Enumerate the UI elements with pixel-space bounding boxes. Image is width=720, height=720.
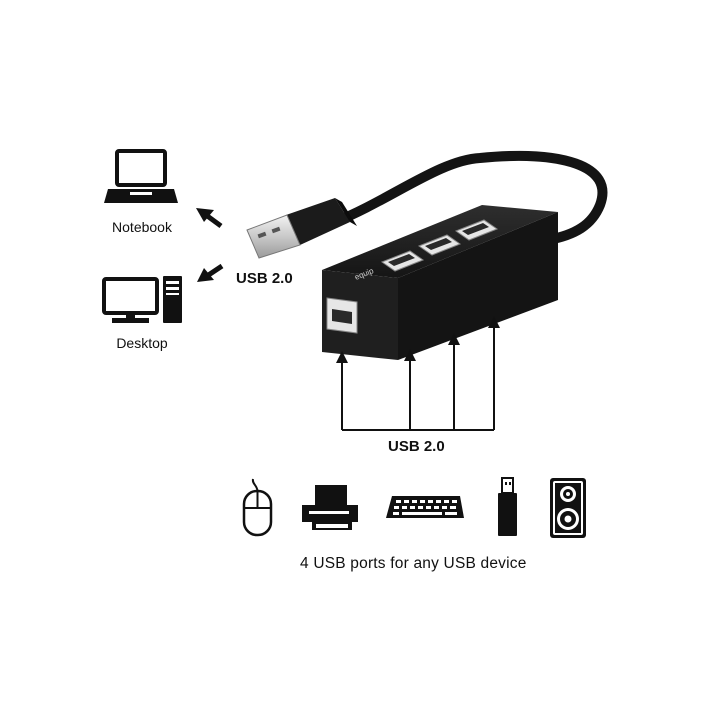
desktop-computer-icon <box>102 276 182 323</box>
arrow-to-desktop <box>197 263 224 282</box>
usb-cable <box>330 150 608 245</box>
usb-a-plug <box>246 198 357 259</box>
upstream-usb-label: USB 2.0 <box>236 270 293 287</box>
arrow-to-notebook <box>196 208 223 229</box>
speaker-icon <box>550 478 586 538</box>
side-usb-port <box>326 297 358 334</box>
usb-flash-drive-icon <box>498 477 517 536</box>
desktop-label: Desktop <box>116 335 168 351</box>
laptop-icon <box>104 149 178 203</box>
keyboard-icon <box>386 496 464 518</box>
mouse-icon <box>242 478 273 537</box>
top-usb-port-1 <box>380 250 425 272</box>
downstream-arrows <box>336 316 500 431</box>
top-usb-port-2 <box>417 234 462 256</box>
downstream-usb-label: USB 2.0 <box>388 438 445 455</box>
top-usb-port-3 <box>454 219 499 241</box>
notebook-label: Notebook <box>112 219 172 235</box>
printer-icon <box>302 485 358 530</box>
usb-hub: equip <box>322 205 558 360</box>
caption: 4 USB ports for any USB device <box>300 555 527 572</box>
